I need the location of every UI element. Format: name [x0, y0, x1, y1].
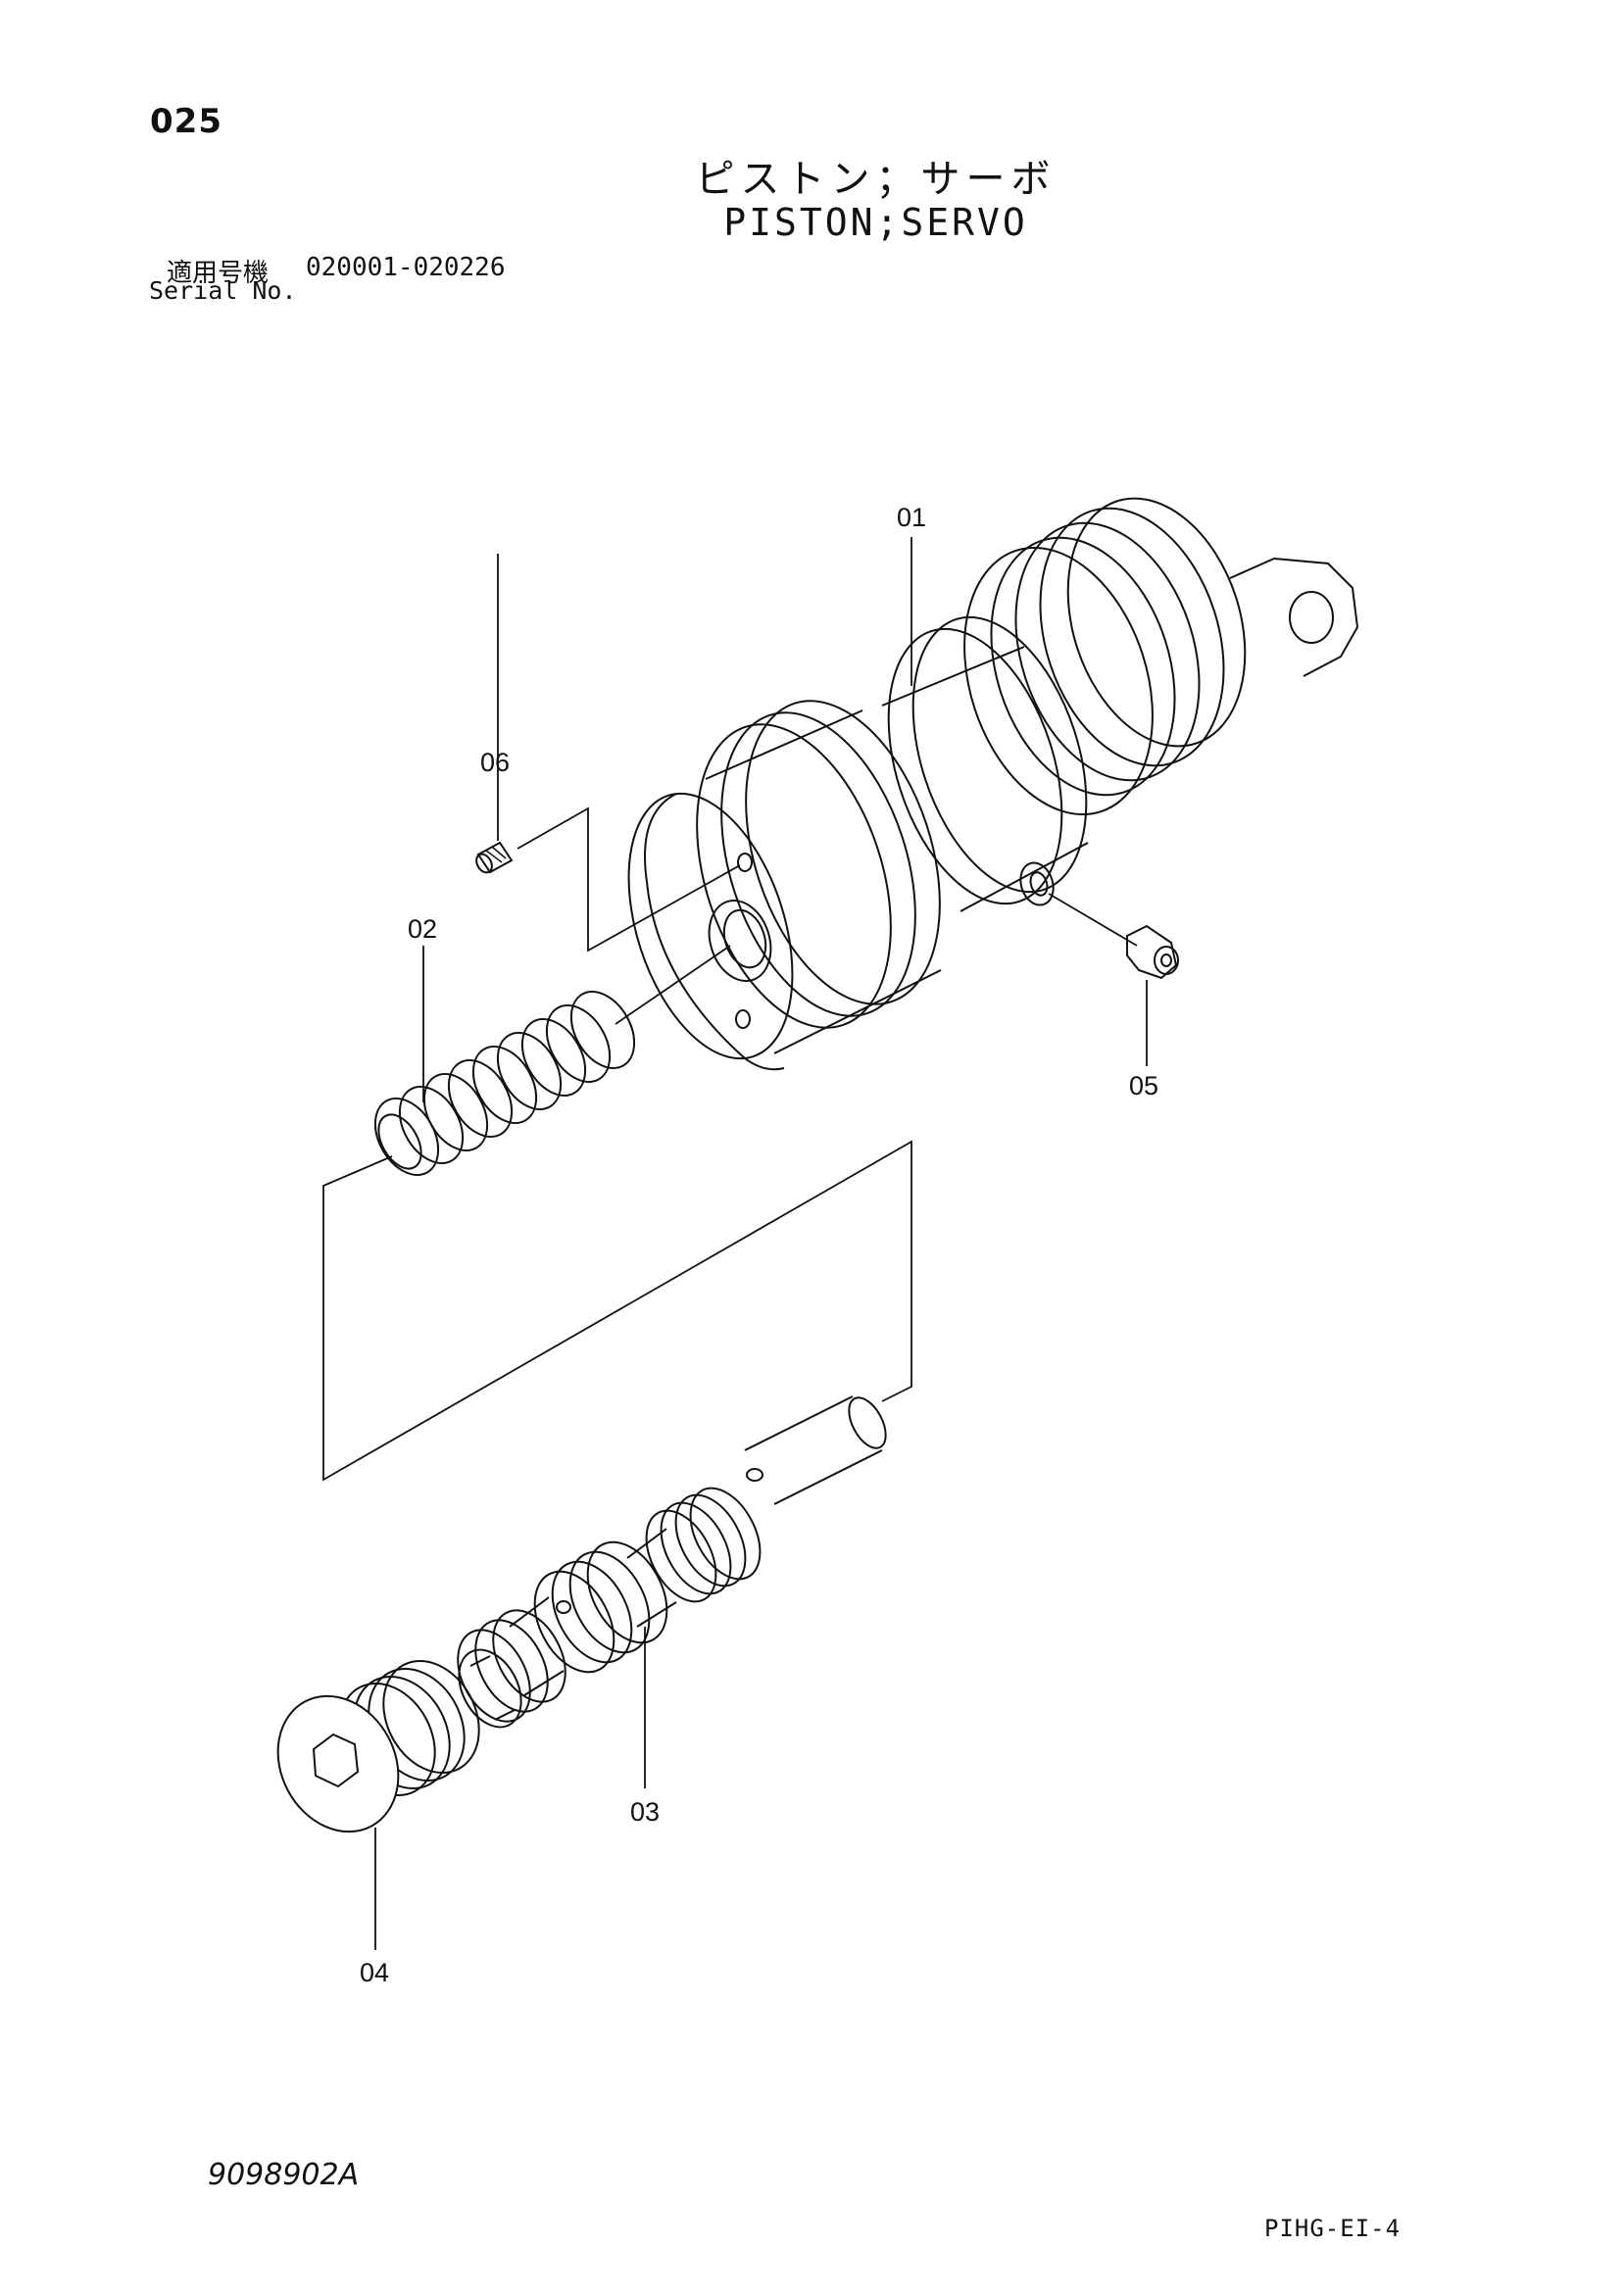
drawing-id: 9098902A: [208, 2158, 360, 2192]
callout-01: 01: [897, 503, 926, 532]
sheet-id: PIHG-EI-4: [1264, 2215, 1402, 2242]
title-english: PISTON;SERVO: [723, 201, 1028, 244]
assembly-lines: [322, 537, 1148, 1950]
serial-label-japanese: 適用号機: [167, 259, 270, 288]
serial-range: 020001-020226: [306, 253, 506, 282]
serial-label-english: Serial No.: [149, 276, 297, 305]
callout-05: 05: [1129, 1071, 1158, 1100]
part-03-land-1: [645, 1487, 762, 1603]
part-03-spool: [457, 1395, 887, 1729]
title-japanese: ピストン；サーボ: [695, 157, 1057, 202]
part-03-land-3: [457, 1609, 566, 1723]
callout-04: 04: [360, 1958, 389, 1987]
part-02-spring: [373, 991, 636, 1176]
part-05-plug: [1126, 924, 1179, 980]
part-06-set-screw: [475, 841, 514, 874]
part-01-piston-body: [627, 497, 1359, 1071]
callout-02: 02: [408, 914, 437, 944]
callout-06: 06: [480, 748, 510, 777]
part-04-hex-plug: [276, 1659, 480, 1833]
part-01-thread-ridges: [963, 497, 1247, 816]
part-03-land-2: [533, 1540, 668, 1674]
callout-03: 03: [630, 1797, 660, 1827]
page-number: 025: [150, 102, 222, 141]
